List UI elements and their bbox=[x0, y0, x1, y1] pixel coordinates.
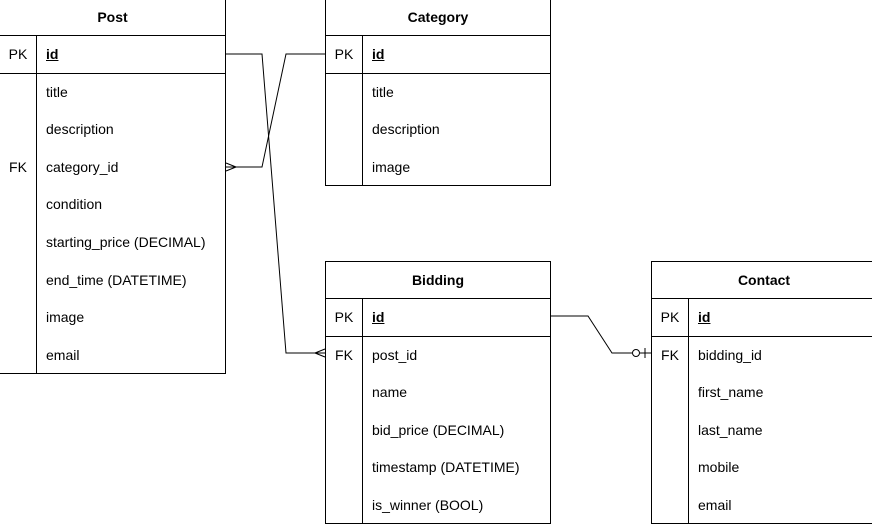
field-name: image bbox=[46, 309, 85, 326]
entity-row[interactable]: PK id bbox=[326, 299, 550, 337]
entity-row[interactable]: timestamp (DATETIME) bbox=[326, 449, 550, 487]
field-name: id bbox=[372, 46, 385, 62]
entity-row[interactable]: email bbox=[0, 337, 225, 375]
field-name: title bbox=[46, 83, 68, 100]
field-name: id bbox=[698, 309, 711, 325]
entity-contact[interactable]: Contact PK id FK bidding_id first_name l… bbox=[651, 261, 872, 524]
field-name: image bbox=[372, 158, 411, 175]
entity-contact-title: Contact bbox=[652, 262, 872, 299]
entity-row[interactable]: PK id bbox=[0, 36, 225, 74]
entity-row[interactable]: description bbox=[0, 111, 225, 149]
entity-row[interactable]: PK id bbox=[326, 36, 550, 74]
key-column-divider bbox=[362, 298, 363, 523]
key-label: PK bbox=[8, 46, 28, 62]
entity-row[interactable]: FK bidding_id bbox=[652, 337, 872, 375]
relationship-category-post[interactable] bbox=[226, 53, 325, 168]
crowfoot-many-icon bbox=[225, 162, 237, 172]
entity-row[interactable]: FK category_id bbox=[0, 149, 225, 187]
key-column-divider bbox=[688, 298, 689, 523]
key-label: PK bbox=[660, 309, 680, 325]
key-column-divider bbox=[36, 35, 37, 373]
entity-row[interactable]: is_winner (BOOL) bbox=[326, 487, 550, 525]
key-column-divider bbox=[362, 35, 363, 185]
relationship-bidding-contact[interactable] bbox=[551, 315, 632, 354]
field-name: email bbox=[46, 346, 80, 363]
entity-bidding[interactable]: Bidding PK id FK post_id name bid_price … bbox=[325, 261, 551, 524]
key-label: PK bbox=[334, 46, 354, 62]
entity-category-title: Category bbox=[326, 0, 550, 36]
field-name: bidding_id bbox=[698, 346, 762, 363]
field-name: category_id bbox=[46, 158, 119, 175]
entity-post[interactable]: Post PK id title description FK category… bbox=[0, 0, 226, 374]
field-name: condition bbox=[46, 196, 103, 213]
key-label: FK bbox=[661, 346, 679, 363]
field-name: id bbox=[46, 46, 59, 62]
entity-row[interactable]: last_name bbox=[652, 412, 872, 450]
entity-row[interactable]: title bbox=[0, 74, 225, 112]
entity-row[interactable]: mobile bbox=[652, 449, 872, 487]
entity-row[interactable]: image bbox=[326, 149, 550, 187]
entity-row[interactable]: FK post_id bbox=[326, 337, 550, 375]
field-name: bid_price (DECIMAL) bbox=[372, 421, 505, 438]
field-name: is_winner (BOOL) bbox=[372, 496, 484, 513]
field-name: description bbox=[46, 121, 114, 138]
entity-row[interactable]: starting_price (DECIMAL) bbox=[0, 224, 225, 262]
field-name: last_name bbox=[698, 421, 763, 438]
entity-row[interactable]: bid_price (DECIMAL) bbox=[326, 412, 550, 450]
field-name: first_name bbox=[698, 384, 764, 401]
field-name: name bbox=[372, 384, 408, 401]
entity-row[interactable]: PK id bbox=[652, 299, 872, 337]
entity-row[interactable]: name bbox=[326, 374, 550, 412]
field-name: mobile bbox=[698, 459, 740, 476]
entity-row[interactable]: email bbox=[652, 487, 872, 525]
field-name: title bbox=[372, 83, 394, 100]
zero-optional-icon bbox=[632, 349, 640, 357]
entity-category[interactable]: Category PK id title description image bbox=[325, 0, 551, 186]
field-name: timestamp (DATETIME) bbox=[372, 459, 520, 476]
relationship-post-bidding[interactable] bbox=[226, 53, 325, 354]
entity-row[interactable]: condition bbox=[0, 186, 225, 224]
entity-row[interactable]: image bbox=[0, 299, 225, 337]
key-label: PK bbox=[334, 309, 354, 325]
field-name: description bbox=[372, 121, 440, 138]
entity-row[interactable]: description bbox=[326, 111, 550, 149]
key-label: FK bbox=[9, 158, 27, 175]
field-name: post_id bbox=[372, 346, 418, 363]
field-name: email bbox=[698, 496, 732, 513]
entity-row[interactable]: end_time (DATETIME) bbox=[0, 262, 225, 300]
entity-post-title: Post bbox=[0, 0, 225, 36]
field-name: end_time (DATETIME) bbox=[46, 271, 187, 288]
field-name: id bbox=[372, 309, 385, 325]
entity-bidding-title: Bidding bbox=[326, 262, 550, 299]
entity-row[interactable]: first_name bbox=[652, 374, 872, 412]
key-label: FK bbox=[335, 346, 353, 363]
field-name: starting_price (DECIMAL) bbox=[46, 233, 206, 250]
entity-row[interactable]: title bbox=[326, 74, 550, 112]
crowfoot-many-icon bbox=[314, 348, 326, 358]
